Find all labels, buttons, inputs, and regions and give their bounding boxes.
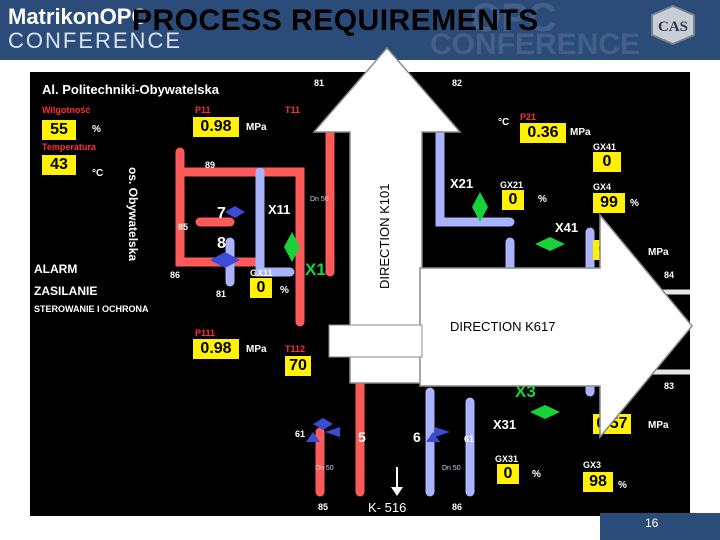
svg-text:CAS: CAS — [658, 19, 688, 35]
page-number: 16 — [645, 516, 659, 530]
node-84: 84 — [664, 270, 675, 280]
p11-label: P11 — [195, 105, 211, 115]
scada-diagram: Al. Politechniki-Obywatelska os. Obywate… — [30, 72, 690, 516]
node-6: 6 — [413, 429, 421, 445]
cas-logo: CAS — [651, 5, 695, 45]
down-arrow-icon — [391, 467, 403, 496]
gx4-label: GX4 — [593, 182, 612, 192]
conference-logo: CONFERENCE — [8, 28, 183, 53]
alarm-label: ALARM — [34, 262, 78, 276]
pipe-network — [175, 127, 690, 497]
gx31-unit: % — [532, 469, 541, 480]
node-5: 5 — [358, 429, 366, 445]
humidity-label: Wilgotność — [42, 105, 91, 115]
sterowanie-label: STEROWANIE I OCHRONA — [34, 304, 149, 314]
node-85: 85 — [178, 222, 189, 232]
gx11-label: GX11 — [250, 268, 273, 278]
node-89: 89 — [205, 160, 216, 170]
gx41-label: GX41 — [593, 142, 617, 152]
x1-label: X1 — [305, 260, 326, 279]
ghost-watermark-2: CONFERENCE — [430, 28, 641, 60]
node-8: 8 — [217, 235, 226, 252]
gx31-value: 0 — [497, 464, 519, 484]
humidity-value: 55 — [42, 120, 76, 140]
k617-label: DIRECTION K617 — [450, 319, 556, 334]
px4-unit: MPa — [648, 247, 669, 258]
node-83: 83 — [664, 381, 675, 391]
p11-value: 0.98 — [193, 117, 239, 137]
footer-bar — [600, 513, 720, 540]
p111-value: 0.98 — [193, 339, 239, 359]
node-81b: 81 — [216, 289, 227, 299]
px3-value: 0.57 — [593, 414, 631, 434]
ghost-watermark: OPC — [470, 0, 557, 40]
street-top-label: Al. Politechniki-Obywatelska — [42, 82, 219, 97]
gx21-label: GX21 — [500, 180, 524, 190]
gx31-label: GX31 — [495, 454, 519, 464]
x21-label: X21 — [450, 176, 474, 191]
slide-header: OPC CONFERENCE MatrikonOPC CONFERENCE CA… — [0, 0, 720, 60]
humidity-unit: % — [92, 124, 101, 135]
gx3-value: 98 — [583, 472, 613, 492]
p21-value: 0.36 — [520, 123, 566, 143]
x11-label: X11 — [268, 202, 291, 217]
temperature-unit: °C — [92, 168, 104, 179]
p111-label: P111 — [195, 328, 216, 338]
gx3-unit: % — [618, 480, 627, 491]
x31-label: X31 — [493, 417, 517, 432]
gx11-value: 0 — [250, 278, 272, 298]
px4-value: 0 — [593, 240, 613, 260]
px3-unit: MPa — [648, 420, 669, 431]
k101-label: DIRECTION K101 — [377, 183, 392, 289]
x3-label: X3 — [515, 382, 536, 401]
t112-label: T112 — [285, 344, 306, 354]
k516-label: K- 516 — [368, 500, 407, 515]
node-85b: 85 — [318, 502, 329, 512]
gx4-value: 99 — [593, 193, 625, 213]
gx41-value: 0 — [593, 152, 621, 172]
p21-temp-unit: °C — [498, 117, 510, 128]
gx11-unit: % — [280, 285, 289, 296]
t112-value: 70 — [285, 356, 311, 376]
temperature-label: Temperatura — [42, 142, 96, 152]
node-86: 86 — [170, 270, 181, 280]
matrikon-logo: MatrikonOPC — [8, 4, 148, 29]
node-82: 82 — [452, 78, 463, 88]
gx21-unit: % — [538, 194, 547, 205]
p21-label: P21 — [520, 112, 537, 122]
node-61: 61 — [295, 429, 306, 439]
x41-label: X41 — [555, 220, 579, 235]
t11-label: T11 — [285, 105, 301, 115]
p21-unit: MPa — [570, 127, 591, 138]
gx3-label: GX3 — [583, 460, 602, 470]
gx4-unit: % — [630, 198, 639, 209]
slide-title: PROCESS REQUIREMENTS — [132, 4, 539, 37]
gx21-value: 0 — [502, 190, 524, 210]
dn-label-3: Dn 50 — [442, 465, 461, 472]
zasilanie-label: ZASILANIE — [34, 284, 98, 298]
node-81: 81 — [314, 78, 325, 88]
dn-label-1: Dn 50 — [310, 196, 329, 203]
node-86b: 86 — [452, 502, 463, 512]
node-7: 7 — [217, 205, 226, 222]
street-side-label: os. Obywatelska — [126, 167, 140, 262]
node-61b: 61 — [464, 434, 475, 444]
p111-unit: MPa — [246, 344, 267, 355]
dn-label-2: Dn 50 — [315, 465, 334, 472]
temperature-value: 43 — [42, 155, 76, 175]
p11-unit: MPa — [246, 122, 267, 133]
